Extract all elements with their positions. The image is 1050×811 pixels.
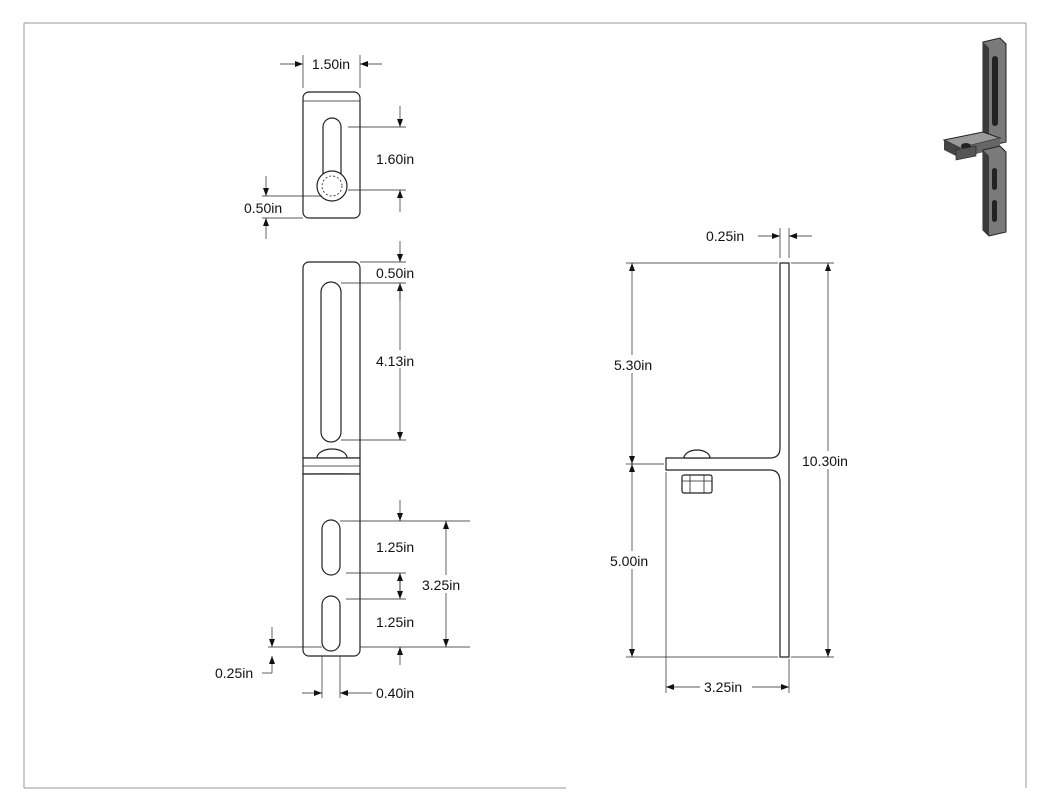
front-upper-slot (320, 281, 342, 443)
dim-slot-a: 1.25in (340, 500, 470, 592)
dim-depth-label: 3.25in (704, 679, 742, 695)
dim-slot-b-label: 1.25in (376, 614, 414, 630)
dim-slot-b: 1.25in (346, 578, 470, 665)
dim-depth: 3.25in (665, 472, 790, 695)
dim-overall-height-label: 10.30in (802, 453, 848, 469)
dim-hole-label: 0.50in (244, 200, 282, 216)
dim-slot-length: 1.60in (348, 106, 414, 212)
dim-upper-height: 5.30in (612, 262, 778, 465)
dim-top-margin-label: 0.50in (376, 265, 414, 281)
dim-slot-a-label: 1.25in (376, 539, 414, 555)
front-slot-a (321, 519, 341, 576)
dim-hole: 0.50in (244, 176, 322, 239)
dim-upper-height-label: 5.30in (614, 357, 652, 373)
front-view: 0.50in 4.13in 1.25in 1.25in (215, 241, 470, 701)
keyhole (316, 170, 348, 202)
front-slot-b (321, 595, 341, 652)
side-view: 0.25in 5.30in 5.00in (608, 228, 856, 695)
dim-slot-span-label: 3.25in (422, 577, 460, 593)
dim-slot-width-label: 0.40in (376, 685, 414, 701)
dim-bottom-margin-label: 0.25in (215, 665, 253, 681)
bracket-3d-icon (942, 37, 1007, 237)
dim-upper-slot-label: 4.13in (376, 353, 414, 369)
dim-width-label: 1.50in (312, 56, 350, 72)
dim-thickness-label: 0.25in (706, 228, 744, 244)
dim-upper-slot: 4.13in (341, 283, 422, 441)
top-view: 1.50in 1.60in 0.50in (244, 55, 414, 239)
dim-overall-height: 10.30in (791, 262, 856, 658)
dim-lower-height: 5.00in (608, 464, 778, 658)
dim-width: 1.50in (280, 55, 382, 88)
dim-slot-width: 0.40in (302, 656, 414, 701)
dim-slot-length-label: 1.60in (376, 151, 414, 167)
side-profile (665, 262, 790, 658)
dim-lower-height-label: 5.00in (610, 553, 648, 569)
dim-thickness: 0.25in (706, 228, 812, 258)
dim-bottom-margin: 0.25in (215, 627, 322, 681)
sheet-frame (23, 22, 1027, 789)
dim-slot-span: 3.25in (420, 521, 468, 647)
